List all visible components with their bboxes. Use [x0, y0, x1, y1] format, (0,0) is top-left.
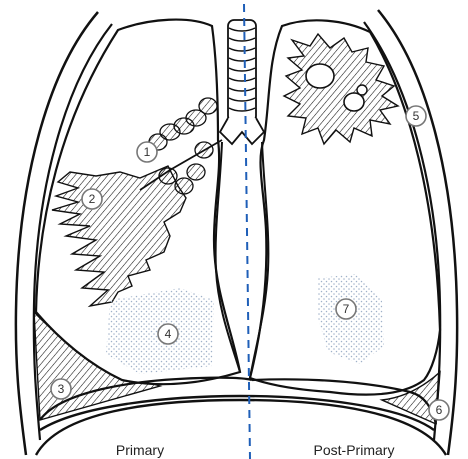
cavity-small	[344, 93, 364, 111]
caption-primary: Primary	[116, 442, 164, 458]
marker-1-label: 1	[144, 145, 151, 159]
marker-5: 5	[406, 106, 426, 126]
marker-2: 2	[82, 189, 102, 209]
marker-3: 3	[51, 379, 71, 399]
cavity-tiny	[357, 85, 367, 95]
marker-7: 7	[336, 299, 356, 319]
marker-6: 6	[429, 400, 449, 420]
marker-1: 1	[137, 142, 157, 162]
marker-6-label: 6	[436, 403, 443, 417]
marker-7-label: 7	[343, 302, 350, 316]
trachea	[220, 20, 264, 144]
caption-post-primary: Post-Primary	[314, 442, 395, 458]
marker-3-label: 3	[58, 382, 65, 396]
marker-5-label: 5	[413, 109, 420, 123]
marker-4-label: 4	[165, 327, 172, 341]
marker-2-label: 2	[89, 192, 96, 206]
cavity-large	[306, 64, 334, 88]
marker-4: 4	[158, 324, 178, 344]
